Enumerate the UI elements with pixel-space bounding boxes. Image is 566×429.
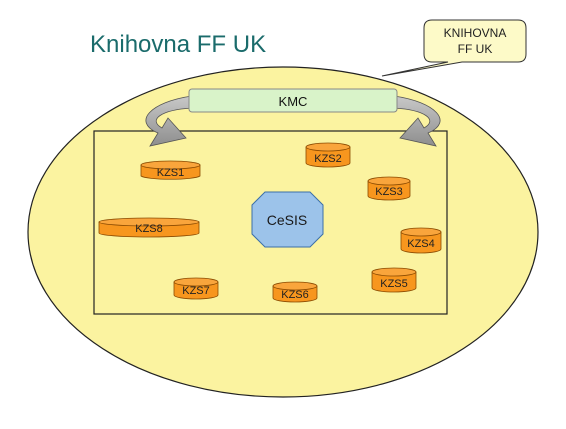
kzs8-cylinder: KZS8 xyxy=(98,217,200,238)
kzs3-label: KZS3 xyxy=(375,186,403,198)
inner-boundary xyxy=(93,130,448,315)
cesis-octagon xyxy=(251,191,324,248)
callout-line2: FF UK xyxy=(458,42,493,56)
kzs4-label: KZS4 xyxy=(407,238,435,250)
kzs5-label: KZS5 xyxy=(380,278,408,290)
kzs1-cylinder: KZS1 xyxy=(140,160,201,180)
kmc-box xyxy=(188,88,398,113)
left-curved-arrow-icon xyxy=(145,95,193,147)
kzs2-label: KZS2 xyxy=(314,153,342,165)
diagram-title: Knihovna FF UK xyxy=(90,31,266,58)
kzs6-cylinder: KZS6 xyxy=(272,281,318,303)
right-curved-arrow-icon xyxy=(393,95,441,147)
kzs8-label: KZS8 xyxy=(135,223,163,235)
kzs3-cylinder: KZS3 xyxy=(367,176,411,201)
callout-bubble xyxy=(381,19,527,77)
kmc-label: KMC xyxy=(279,94,308,109)
kzs2-cylinder: KZS2 xyxy=(305,142,351,168)
cesis-label: CeSIS xyxy=(267,212,307,228)
kzs7-cylinder: KZS7 xyxy=(173,277,219,300)
kzs6-label: KZS6 xyxy=(281,289,309,301)
callout-line1: KNIHOVNA xyxy=(444,26,507,40)
kzs4-cylinder: KZS4 xyxy=(400,227,442,254)
kzs5-cylinder: KZS5 xyxy=(371,267,417,293)
kzs1-label: KZS1 xyxy=(157,167,185,179)
kzs7-label: KZS7 xyxy=(182,285,210,297)
